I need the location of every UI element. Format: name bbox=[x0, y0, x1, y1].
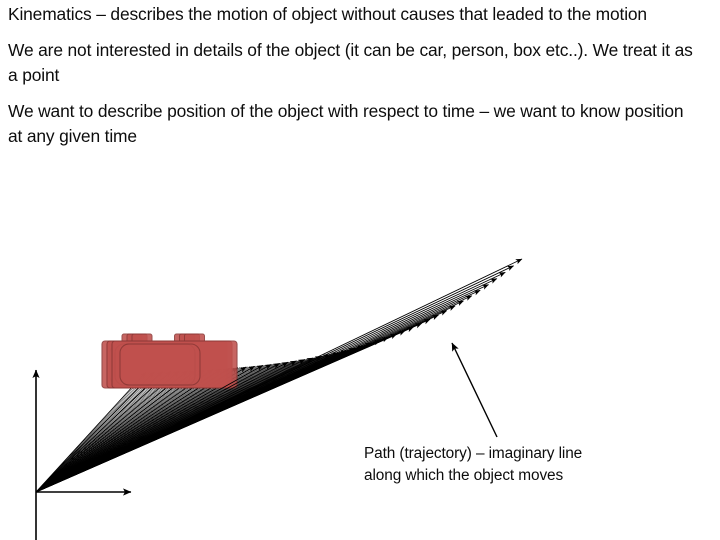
bullet-kinematics-definition: Kinematics – describes the motion of obj… bbox=[8, 4, 647, 24]
position-vector bbox=[35, 258, 523, 493]
bullet-list: Kinematics – describes the motion of obj… bbox=[8, 2, 708, 160]
path-caption: Path (trajectory) – imaginary line along… bbox=[364, 443, 664, 487]
caption-leader-line bbox=[451, 342, 498, 438]
position-vector bbox=[35, 362, 281, 493]
car-shape bbox=[101, 333, 238, 389]
position-vector bbox=[35, 364, 264, 493]
car-ghost bbox=[111, 333, 238, 389]
path-caption-line-2: along which the object moves bbox=[364, 467, 564, 484]
car-cabin bbox=[119, 343, 201, 386]
bullet-position-vs-time: We want to describe position of the obje… bbox=[8, 101, 684, 146]
position-vector bbox=[35, 361, 289, 493]
coordinate-axes bbox=[32, 369, 132, 540]
position-vector-fan-overlay bbox=[35, 258, 523, 493]
position-vector bbox=[35, 364, 272, 493]
path-caption-line-1: Path (trajectory) – imaginary line bbox=[364, 445, 583, 462]
bullet-object-as-point: We are not interested in details of the … bbox=[8, 40, 693, 85]
